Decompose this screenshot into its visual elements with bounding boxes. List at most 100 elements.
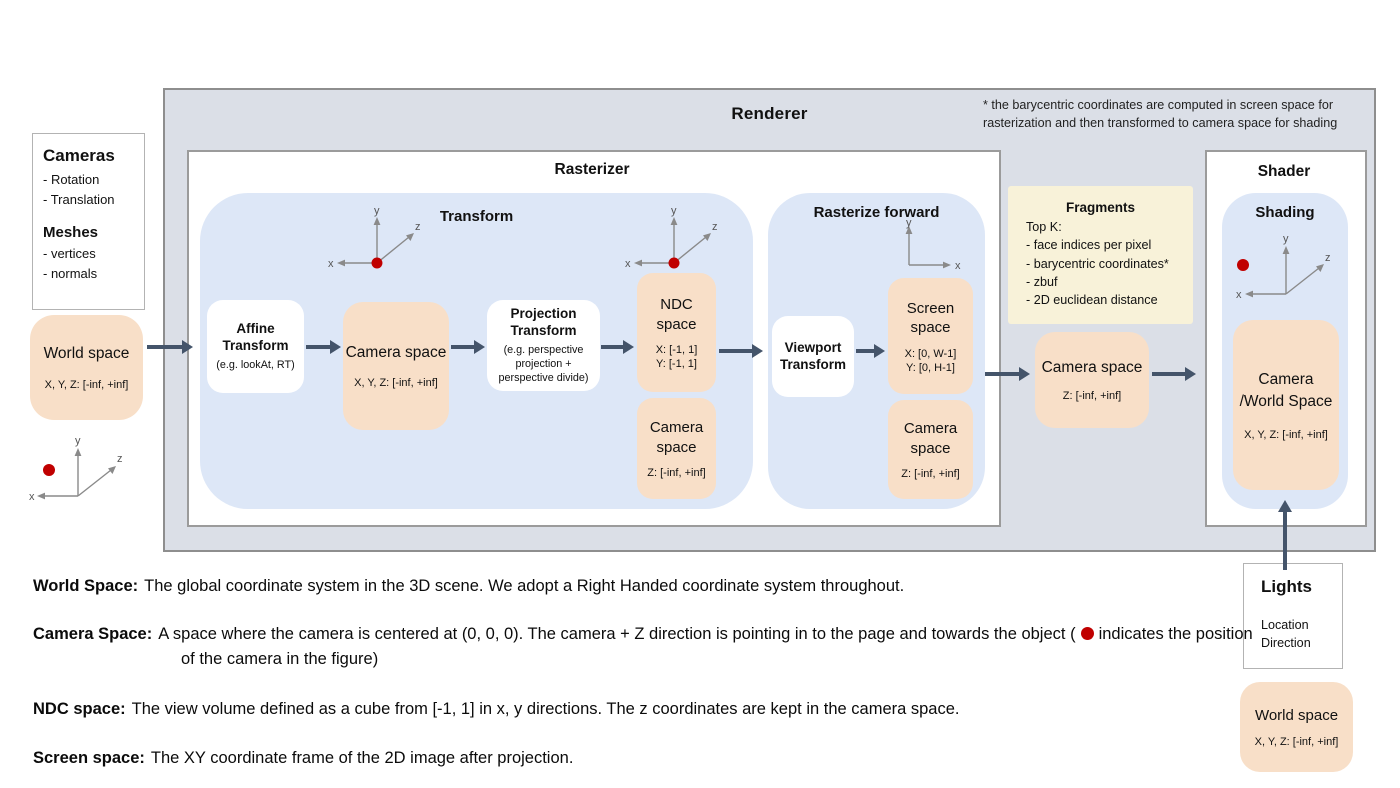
axis-label-x: x [955,260,961,272]
arrow-rasterizer-to-camera [985,367,1030,381]
screen-space-range-y: Y: [0, H-1] [906,361,955,374]
definition-text: The view volume defined as a cube from [… [131,700,960,718]
camera-space-range: X, Y, Z: [-inf, +inf] [354,377,438,390]
camera-space-box: Camera space X, Y, Z: [-inf, +inf] [343,302,449,430]
barycentric-note: * the barycentric coordinates are comput… [983,98,1338,130]
definition-term: World Space: [33,577,139,595]
axis-label-z: z [415,221,421,233]
meshes-item: - vertices [43,246,96,261]
world-space-range: X, Y, Z: [-inf, +inf] [44,378,129,391]
axis-label-y: y [374,205,380,217]
post-rasterizer-camera-space-box: Camera space Z: [-inf, +inf] [1035,332,1149,428]
ndc-space-box: NDC space X: [-1, 1] Y: [-1, 1] [637,273,716,392]
projection-transform-subtitle: (e.g. perspective projection + perspecti… [498,343,589,384]
cameras-item: - Rotation [43,172,100,187]
lights-box: Lights Location Direction [1243,563,1343,669]
rasterize-forward-camera-space-box: Camera space Z: [-inf, +inf] [888,400,973,499]
camera-position-dot [371,257,383,269]
axis-label-x: x [1236,289,1242,301]
axis-label-y: y [671,205,677,217]
cameras-title: Cameras [43,146,115,165]
camera-world-space-range: X, Y, Z: [-inf, +inf] [1244,429,1328,442]
affine-transform-title: Affine Transform [222,321,289,353]
ndc-space-range-y: Y: [-1, 1] [656,358,697,370]
fragments-line: - 2D euclidean distance [1026,293,1158,307]
world-space-input-box: World space X, Y, Z: [-inf, +inf] [30,315,143,420]
ndc-camera-space-box: Camera space Z: [-inf, +inf] [637,398,716,499]
affine-transform-subtitle: (e.g. lookAt, RT) [216,358,295,371]
screen-space-range-x: X: [0, W-1] [904,347,957,360]
arrow-ndc-to-viewport [719,344,763,358]
camera-space-range: Z: [-inf, +inf] [901,468,960,480]
definition-screen-space: Screen space:The XY coordinate frame of … [33,746,1118,771]
definition-camera-space: Camera Space: A space where the camera is… [33,622,1253,672]
lights-item: Location [1261,618,1309,632]
world-space-title: World space [1254,707,1339,725]
arrow-camera-to-shader [1152,367,1196,381]
projection-transform-title: Projection Transform [510,306,577,338]
renderer-title: Renderer [731,104,808,123]
definition-world-space: World Space: The global coordinate system… [33,574,1118,599]
axis-label-x: x [625,258,631,270]
arrow-world-to-rasterizer [147,340,193,354]
definition-text: The global coordinate system in the 3D s… [144,577,905,595]
screen-space-title: Screen space [906,299,955,337]
viewport-transform-box: Viewport Transform [772,316,854,397]
arrow-viewport-to-screen [856,344,885,358]
world-space-title: World space [43,345,130,363]
camera-axes-icon: y z x [328,205,421,270]
shader-title: Shader [1257,163,1311,180]
definition-text: A space where the camera is centered at … [158,625,1076,643]
rasterize-forward-title: Rasterize forward [813,204,940,221]
camera-position-dot [1237,259,1249,271]
world-axes-icon: y z x [29,435,123,503]
axis-label-x: x [29,491,35,503]
camera-space-range: Z: [-inf, +inf] [1062,390,1122,403]
ndc-camera-space-title: Camera space [649,419,704,456]
camera-world-space-box: Camera /World Space X, Y, Z: [-inf, +inf… [1233,320,1339,490]
camera-space-title: Camera space [345,343,447,361]
fragments-box: Fragments Top K: - face indices per pixe… [1008,186,1193,324]
arrow-projection-to-ndc [601,340,634,354]
rasterizer-title: Rasterizer [554,161,630,178]
affine-transform-box: Affine Transform (e.g. lookAt, RT) [207,300,304,393]
camera-position-dot [668,257,680,269]
world-space-range: X, Y, Z: [-inf, +inf] [1254,735,1339,748]
fragments-line: - barycentric coordinates* [1026,256,1169,271]
fragments-line: Top K: [1026,220,1062,234]
definition-term: Camera Space: [33,625,153,643]
cameras-meshes-box: Cameras - Rotation - Translation Meshes … [32,133,145,310]
axis-label-z: z [712,221,718,233]
fragments-line: - face indices per pixel [1026,238,1152,253]
lights-item: Direction [1261,635,1311,650]
cameras-item: - Translation [43,191,115,207]
camera-space-title: Camera space [903,420,958,457]
axis-label-y: y [75,435,81,447]
arrow-lights-to-shader [1278,500,1292,570]
axis-label-y: y [1283,233,1289,245]
definition-term: Screen space: [33,749,145,767]
transform-title: Transform [439,208,514,225]
meshes-item: - normals [43,265,98,281]
arrow-camera-to-projection [451,340,485,354]
ndc-camera-space-range: Z: [-inf, +inf] [647,467,706,479]
arrow-affine-to-camera [306,340,341,354]
lights-world-space-box: World space X, Y, Z: [-inf, +inf] [1240,682,1353,772]
definition-text: indicates the position of the camera in … [181,625,1253,668]
fragments-line: - zbuf [1026,274,1058,289]
lights-title: Lights [1261,577,1312,596]
axis-label-y: y [906,218,912,229]
fragments-title: Fragments [1065,200,1136,215]
screen-space-box: Screen space X: [0, W-1] Y: [0, H-1] [888,278,973,394]
projection-transform-box: Projection Transform (e.g. perspective p… [487,300,600,391]
ndc-space-range-x: X: [-1, 1] [655,344,698,356]
camera-position-dot [43,464,55,476]
shading-title: Shading [1255,204,1315,221]
camera-world-space-title: Camera /World Space [1239,370,1333,410]
ndc-space-title: NDC space [656,296,697,333]
viewport-transform-title: Viewport Transform [779,339,847,372]
camera-position-dot [1080,627,1094,640]
definition-ndc-space: NDC space: The view volume defined as a c… [33,697,1118,722]
definition-term: NDC space: [33,700,126,718]
